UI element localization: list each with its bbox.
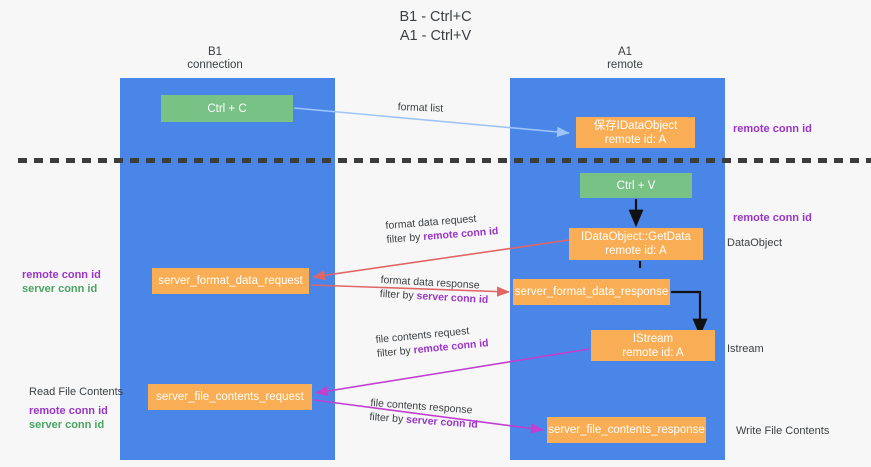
edge-label-format-list: format list [397,100,444,116]
edge-label-format-data-request: format data request filter by remote con… [385,210,499,247]
annotation-write-file-contents: Write File Contents [736,425,830,437]
filter-prefix: filter by [386,231,424,246]
annotation-remote-conn-id-mid: remote conn id [733,212,812,224]
annotation-remote-conn-id: remote conn id [29,405,108,417]
annotation-remote-conn-id-top: remote conn id [733,123,812,135]
box-server-format-data-response[interactable]: server_format_data_response [513,279,670,305]
phase-divider [18,158,871,163]
annotation-read-file-contents: Read File Contents [29,386,124,398]
annotation-remote-conn-id: remote conn id [22,269,101,281]
box-idataobject-getdata[interactable]: IDataObject::GetData remote id: A [569,228,703,260]
filter-key: server conn id [416,290,489,307]
annotation-dataobject: DataObject [727,237,783,249]
box-ctrl-c[interactable]: Ctrl + C [161,95,293,122]
filter-prefix: filter by [379,287,417,303]
diagram-title: B1 - Ctrl+C A1 - Ctrl+V [399,9,472,44]
column-header-b1: B1 connection [187,46,243,71]
box-istream[interactable]: IStream remote id: A [591,330,715,361]
box-server-file-contents-response[interactable]: server_file_contents_response [547,417,706,443]
edge-label-format-data-response: format data response filter by server co… [379,273,489,307]
filter-prefix: filter by [376,344,415,360]
box-ctrl-v[interactable]: Ctrl + V [580,173,692,198]
box-save-idataobject[interactable]: 保存IDataObject remote id: A [576,117,695,148]
edge-label-file-contents-response: file contents response filter by server … [369,396,479,432]
annotation-server-conn-id: server conn id [22,283,98,295]
edge-label-file-contents-request: file contents request filter by remote c… [375,322,489,361]
filter-key: server conn id [405,413,479,431]
annotation-left-bottom: Read File Contents remote conn id server… [29,385,123,432]
annotation-server-conn-id: server conn id [29,419,105,431]
edge-label-line1: format list [397,100,444,115]
annotation-left-middle: remote conn id server conn id [22,268,101,296]
filter-prefix: filter by [369,410,407,426]
box-server-format-data-request[interactable]: server_format_data_request [152,268,309,294]
box-server-file-contents-request[interactable]: server_file_contents_request [148,384,312,410]
annotation-istream: Istream [727,343,764,355]
column-header-a1: A1 remote [607,46,643,71]
